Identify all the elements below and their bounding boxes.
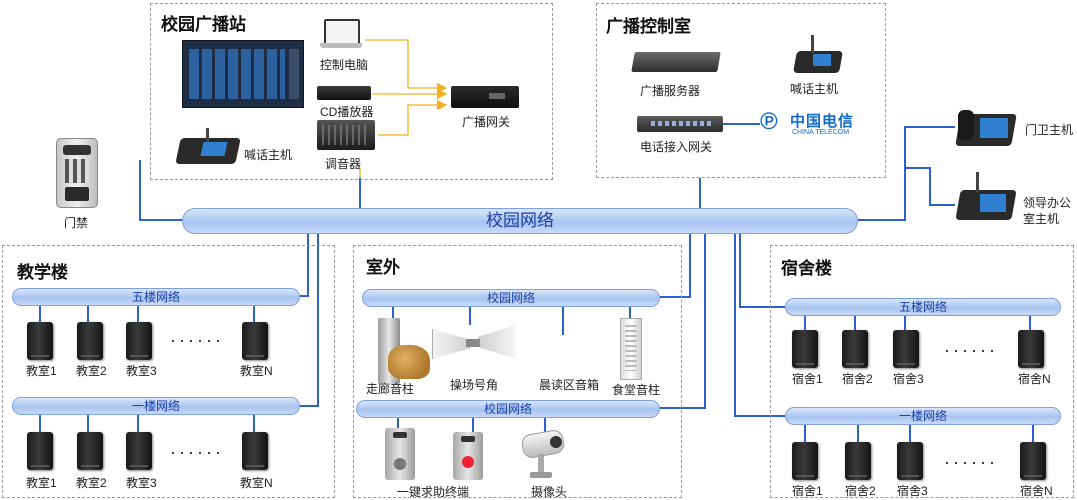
dorm-room-label: 宿舍3	[893, 372, 924, 386]
control-software-screen	[182, 40, 304, 108]
speaker-icon	[893, 330, 919, 368]
speaker-icon	[27, 322, 53, 360]
intercom-host-icon	[175, 128, 241, 164]
dorm-room-label: 宿舍1	[792, 372, 823, 386]
dorm-room-label: 宿舍1	[792, 484, 823, 498]
ellipsis: ······	[944, 340, 998, 360]
telecom-logo-cn: 中国电信	[790, 113, 855, 130]
dorm-room-label: 宿舍2	[845, 484, 876, 498]
outdoor-box	[353, 245, 682, 498]
sos-terminal-icon	[385, 428, 415, 480]
speaker-icon	[126, 322, 152, 360]
dorm-room-label: 宿舍N	[1020, 484, 1053, 498]
speaker-icon	[242, 432, 268, 470]
control-pc-label: 控制电脑	[320, 58, 369, 72]
campus-station-title: 校园广播站	[161, 15, 246, 34]
access-control-icon	[56, 138, 98, 208]
corridor-column-label: 走廊音柱	[366, 382, 415, 396]
outdoor-network-bottom: 校园网络	[356, 400, 660, 418]
ellipsis: ······	[944, 452, 998, 472]
speaker-icon	[27, 432, 53, 470]
speaker-icon	[1018, 330, 1044, 368]
room-label: 教室2	[76, 364, 107, 378]
leader-office-host-label-2: 室主机	[1023, 212, 1060, 226]
speaker-icon	[792, 330, 818, 368]
speaker-icon	[897, 442, 923, 480]
playground-horn-label: 操场号角	[450, 378, 499, 392]
leader-office-host-label-1: 领导办公	[1023, 196, 1072, 210]
teaching-building-title: 教学楼	[17, 263, 68, 282]
control-room-intercom-label: 喊话主机	[790, 82, 839, 96]
intercom-host-label: 喊话主机	[244, 148, 293, 162]
control-room-title: 广播控制室	[606, 17, 691, 36]
reading-speaker-label: 晨读区音箱	[539, 378, 600, 392]
rock-speaker-icon	[388, 345, 430, 379]
speaker-icon	[1020, 442, 1046, 480]
control-room-intercom-icon	[793, 35, 843, 75]
canteen-column-speaker-icon	[620, 318, 642, 380]
gate-host-label: 门卫主机	[1025, 123, 1074, 137]
camera-label: 摄像头	[531, 485, 568, 499]
speaker-icon	[842, 330, 868, 368]
cd-player-icon	[317, 86, 371, 100]
dorm-floor1-network: 一楼网络	[785, 407, 1061, 425]
campus-station-box	[150, 3, 553, 180]
ellipsis: ······	[170, 330, 224, 350]
mixer-label: 调音器	[325, 157, 362, 171]
telecom-logo-en: CHINA TELECOM	[792, 129, 850, 136]
speaker-icon	[77, 322, 103, 360]
teaching-building-box	[2, 245, 335, 498]
speaker-icon	[77, 432, 103, 470]
room-label: 教室3	[126, 364, 157, 378]
laptop-icon	[320, 19, 362, 51]
access-control-label: 门禁	[64, 216, 89, 230]
dorm-room-label: 宿舍2	[842, 372, 873, 386]
outdoor-title: 室外	[366, 258, 400, 277]
control-room-box	[596, 3, 886, 178]
gate-host-icon	[955, 106, 1017, 146]
camera-icon	[520, 428, 566, 480]
horn-speaker-icon	[432, 325, 516, 363]
speaker-icon	[792, 442, 818, 480]
broadcast-gateway-icon	[451, 86, 519, 108]
dorm-floor5-network: 五楼网络	[785, 298, 1061, 316]
dorm-room-label: 宿舍N	[1018, 372, 1051, 386]
outdoor-network-top: 校园网络	[362, 289, 660, 307]
room-label: 教室3	[126, 476, 157, 490]
campus-network-backbone: 校园网络	[182, 208, 858, 234]
telecom-logo-icon: ℗ 中国电信 CHINA TELECOM	[760, 108, 855, 136]
ellipsis: ······	[170, 442, 224, 462]
dorm-room-label: 宿舍3	[897, 484, 928, 498]
server-icon	[631, 52, 721, 72]
leader-office-host-icon	[955, 172, 1017, 220]
speaker-icon	[242, 322, 268, 360]
sos-terminal-icon	[453, 432, 483, 480]
phone-gateway-icon	[637, 116, 723, 132]
canteen-column-label: 食堂音柱	[612, 383, 661, 397]
room-label: 教室2	[76, 476, 107, 490]
cd-player-label: CD播放器	[320, 105, 374, 119]
room-label: 教室N	[240, 476, 273, 490]
mixer-icon	[317, 120, 375, 150]
teaching-floor5-network: 五楼网络	[12, 288, 300, 306]
teaching-floor1-network: 一楼网络	[12, 397, 300, 415]
dormitory-title: 宿舍楼	[781, 259, 832, 278]
server-label: 广播服务器	[640, 84, 701, 98]
broadcast-gateway-label: 广播网关	[462, 115, 511, 129]
speaker-icon	[845, 442, 871, 480]
dormitory-box	[770, 245, 1074, 498]
speaker-icon	[126, 432, 152, 470]
room-label: 教室1	[26, 364, 57, 378]
room-label: 教室N	[240, 364, 273, 378]
room-label: 教室1	[26, 476, 57, 490]
phone-gateway-label: 电话接入网关	[640, 140, 713, 154]
sos-terminal-label: 一键求助终端	[397, 485, 470, 499]
